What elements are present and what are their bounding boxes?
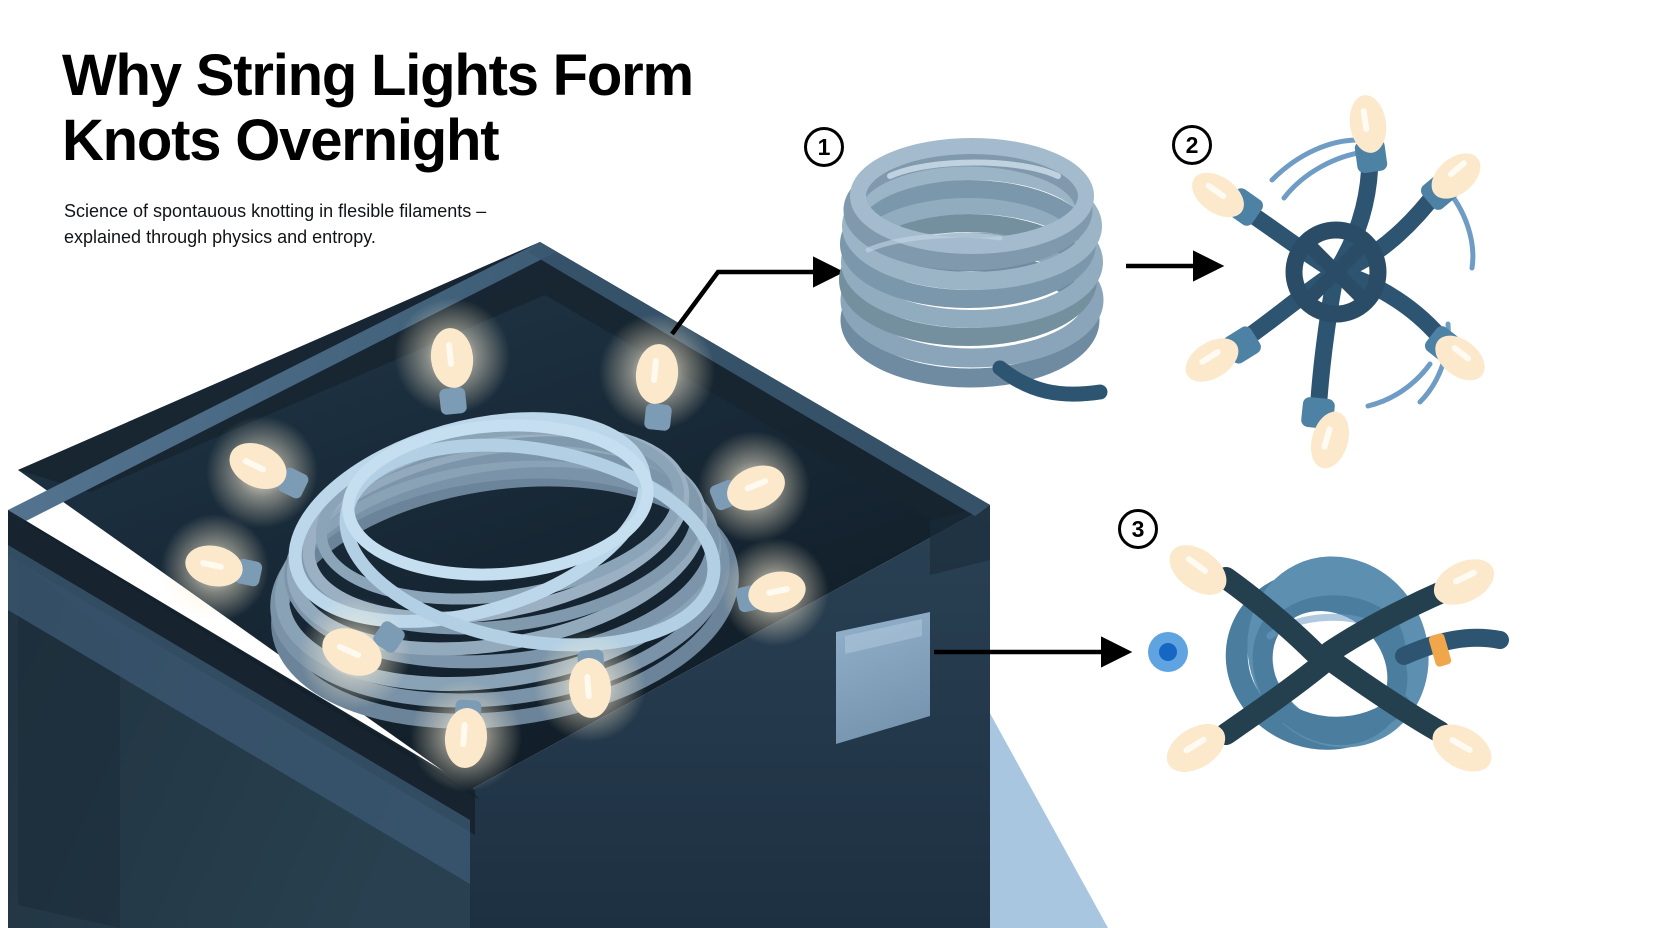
coiled-string-lights-in-box bbox=[161, 298, 829, 792]
bulb bbox=[1169, 545, 1227, 595]
box-label-patch bbox=[836, 612, 930, 744]
bulb bbox=[534, 630, 646, 742]
step-badge-1: 1 bbox=[804, 127, 844, 167]
bulb bbox=[1433, 559, 1495, 605]
bulb bbox=[410, 680, 522, 792]
bulb bbox=[1420, 153, 1481, 210]
cord-tail bbox=[992, 360, 1108, 402]
bulb bbox=[1185, 326, 1261, 382]
bulb-cluster bbox=[1185, 95, 1485, 469]
bulb bbox=[394, 298, 510, 415]
bulb bbox=[1301, 397, 1350, 469]
storage-box bbox=[8, 242, 990, 928]
bulb bbox=[1166, 724, 1226, 772]
orange-accent-band bbox=[1428, 633, 1452, 667]
page-subtitle: Science of spontauous knotting in flesib… bbox=[64, 201, 487, 248]
arrow-box-to-step1 bbox=[670, 256, 845, 336]
bulb bbox=[1424, 326, 1485, 381]
bulb bbox=[599, 314, 715, 431]
step3-tight-knot bbox=[1166, 545, 1509, 772]
step1-coiled-bundle bbox=[839, 138, 1108, 402]
bulb bbox=[721, 538, 829, 646]
knot-stubs bbox=[1215, 567, 1453, 745]
bulb bbox=[299, 597, 411, 709]
bulb-cluster bbox=[161, 298, 829, 792]
step2-loose-tangle bbox=[1185, 95, 1485, 469]
bulb bbox=[1349, 95, 1388, 174]
bulb bbox=[206, 416, 318, 528]
knot-core bbox=[1285, 221, 1387, 323]
bulb-cluster bbox=[1166, 545, 1495, 772]
bulb bbox=[161, 514, 269, 622]
step-badge-2: 2 bbox=[1172, 125, 1212, 165]
step-badge-3: 3 bbox=[1118, 509, 1158, 549]
bulb bbox=[1192, 172, 1263, 226]
step3-dot-marker bbox=[1148, 632, 1188, 672]
page-title: Why String Lights Form Knots Overnight bbox=[62, 43, 694, 173]
bulb bbox=[698, 431, 810, 543]
bulb bbox=[1432, 724, 1492, 772]
